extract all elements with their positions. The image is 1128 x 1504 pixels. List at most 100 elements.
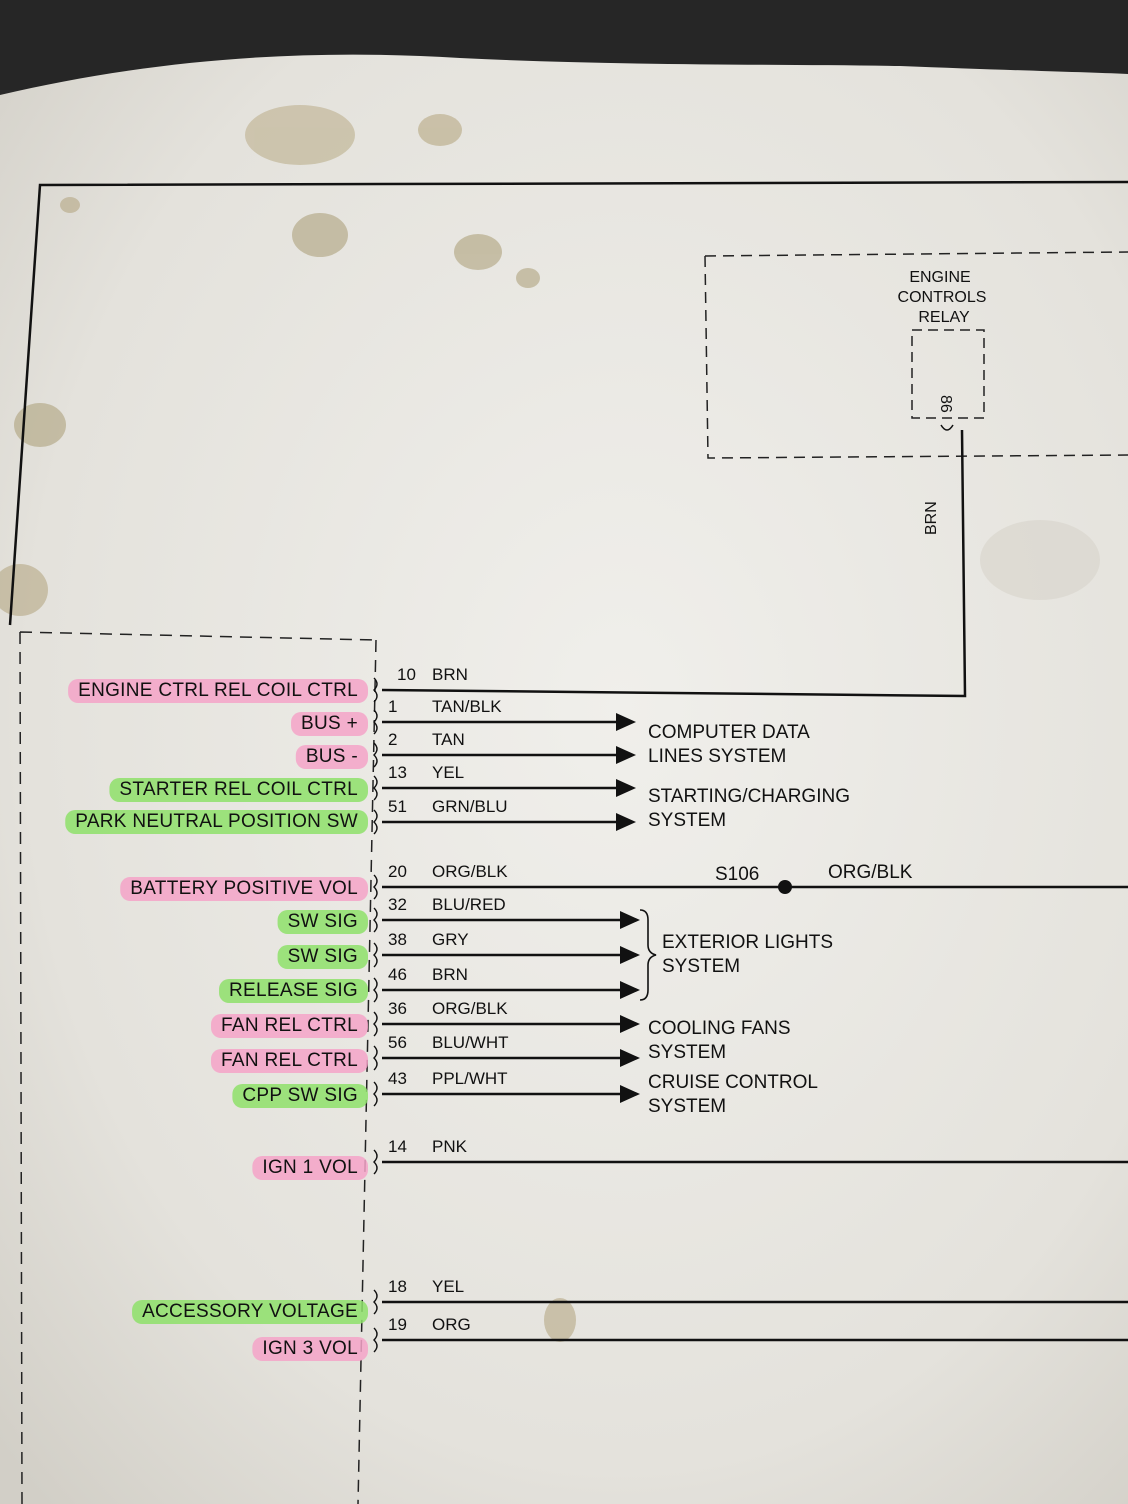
wire-color: ORG: [432, 1315, 471, 1334]
label-highlights: [65, 679, 368, 1361]
label-highlight: [65, 810, 368, 834]
pin-number: 1: [388, 697, 397, 716]
label-highlight: [109, 778, 368, 802]
wires: [373, 429, 1128, 1353]
pin-number: 38: [388, 930, 407, 949]
system-label-line: LINES SYSTEM: [648, 746, 786, 767]
circuit-label: PARK NEUTRAL POSITION SW: [75, 811, 358, 832]
connector-bracket: [373, 942, 378, 968]
wire-arrow: [616, 713, 636, 731]
wire-arrow: [620, 981, 640, 999]
label-highlight: [211, 1049, 368, 1073]
pin-number: 20: [388, 862, 407, 881]
relay-pin-box: [911, 329, 985, 419]
label-highlight: [219, 979, 368, 1003]
label-highlight: [120, 877, 368, 901]
relay-terminal: [940, 424, 954, 431]
wire-color: PNK: [432, 1137, 468, 1156]
connector-bracket: [373, 1289, 378, 1315]
wire-arrow: [620, 911, 640, 929]
system-brace: [639, 909, 657, 1001]
system-label-line: STARTING/CHARGING: [648, 786, 850, 807]
label-highlight: [211, 1014, 368, 1038]
wire-arrow: [620, 1015, 640, 1033]
paper-stains: [0, 105, 1100, 1342]
pin-number: 13: [388, 763, 407, 782]
relay-title-line-3: RELAY: [918, 309, 970, 326]
pin-number: 36: [388, 999, 407, 1018]
splice-wire-color: ORG/BLK: [828, 862, 913, 883]
wire-arrow: [620, 1085, 640, 1103]
connector-bracket: [373, 874, 378, 900]
circuit-label: SW SIG: [288, 911, 358, 932]
connector-bracket: [373, 907, 378, 933]
pin-number: 32: [388, 895, 407, 914]
splice-name: S106: [715, 864, 759, 885]
wire-color: BLU/RED: [432, 895, 506, 914]
connector-bracket: [373, 977, 378, 1003]
wire-color: GRY: [432, 930, 469, 949]
system-label-line: SYSTEM: [662, 956, 740, 977]
wire-color: BRN: [432, 665, 468, 684]
label-highlight: [232, 1084, 368, 1108]
wire-color: ORG/BLK: [432, 862, 508, 881]
pin-number: 51: [388, 797, 407, 816]
label-highlight: [252, 1337, 368, 1361]
circuit-label: ACCESSORY VOLTAGE: [142, 1301, 358, 1322]
relay-enclosure: [704, 251, 1128, 459]
label-highlight: [277, 910, 368, 934]
wire-color: GRN/BLU: [432, 797, 508, 816]
label-highlight: [291, 712, 368, 736]
system-label-line: EXTERIOR LIGHTS: [662, 932, 833, 953]
connector-bracket: [373, 809, 378, 835]
system-label-line: SYSTEM: [648, 810, 726, 831]
wire-color: BRN: [432, 965, 468, 984]
relay-pin-number: 86: [937, 395, 954, 413]
label-highlight: [277, 945, 368, 969]
connector-bracket: [373, 709, 378, 735]
circuit-label: SW SIG: [288, 946, 358, 967]
relay-title-line-1: ENGINE: [909, 269, 970, 286]
paper-sheet: [0, 54, 1128, 1504]
circuit-label: FAN REL CTRL: [221, 1015, 358, 1036]
wire-color: TAN/BLK: [432, 697, 502, 716]
connector-bracket: [373, 677, 378, 703]
relay-title-line-2: CONTROLS: [898, 289, 987, 306]
wire-color: PPL/WHT: [432, 1069, 508, 1088]
connector-bracket: [373, 1045, 378, 1071]
system-label-line: SYSTEM: [648, 1042, 726, 1063]
circuit-label: FAN REL CTRL: [221, 1050, 358, 1071]
circuit-label: BATTERY POSITIVE VOL: [130, 878, 358, 899]
system-label-line: COOLING FANS: [648, 1018, 791, 1039]
wire-color: BLU/WHT: [432, 1033, 509, 1052]
label-highlight: [252, 1156, 368, 1180]
label-highlight: [68, 679, 368, 703]
wire-arrow: [620, 946, 640, 964]
connector-bracket: [373, 775, 378, 801]
connector-bracket: [373, 742, 378, 768]
circuit-label: ENGINE CTRL REL COIL CTRL: [78, 680, 358, 701]
connector-bracket: [373, 1081, 378, 1107]
pin-number: 46: [388, 965, 407, 984]
circuit-label: IGN 1 VOL: [262, 1157, 358, 1178]
pin-number: 10: [397, 665, 416, 684]
wire: [381, 429, 967, 698]
circuit-label: RELEASE SIG: [229, 980, 358, 1001]
frame-border: [8, 180, 1128, 626]
system-label-line: CRUISE CONTROL: [648, 1072, 818, 1093]
wire-arrow: [616, 779, 636, 797]
circuit-label: CPP SW SIG: [242, 1085, 358, 1106]
label-highlight: [132, 1300, 368, 1324]
wire-color: TAN: [432, 730, 465, 749]
pin-number: 14: [388, 1137, 407, 1156]
pin-number: 19: [388, 1315, 407, 1334]
wire-color: YEL: [432, 1277, 464, 1296]
pin-number: 2: [388, 730, 397, 749]
wire-arrow: [616, 813, 636, 831]
connector-bracket: [373, 1327, 378, 1353]
relay-title: ENGINE CONTROLS RELAY: [898, 269, 987, 326]
wire-color: ORG/BLK: [432, 999, 508, 1018]
